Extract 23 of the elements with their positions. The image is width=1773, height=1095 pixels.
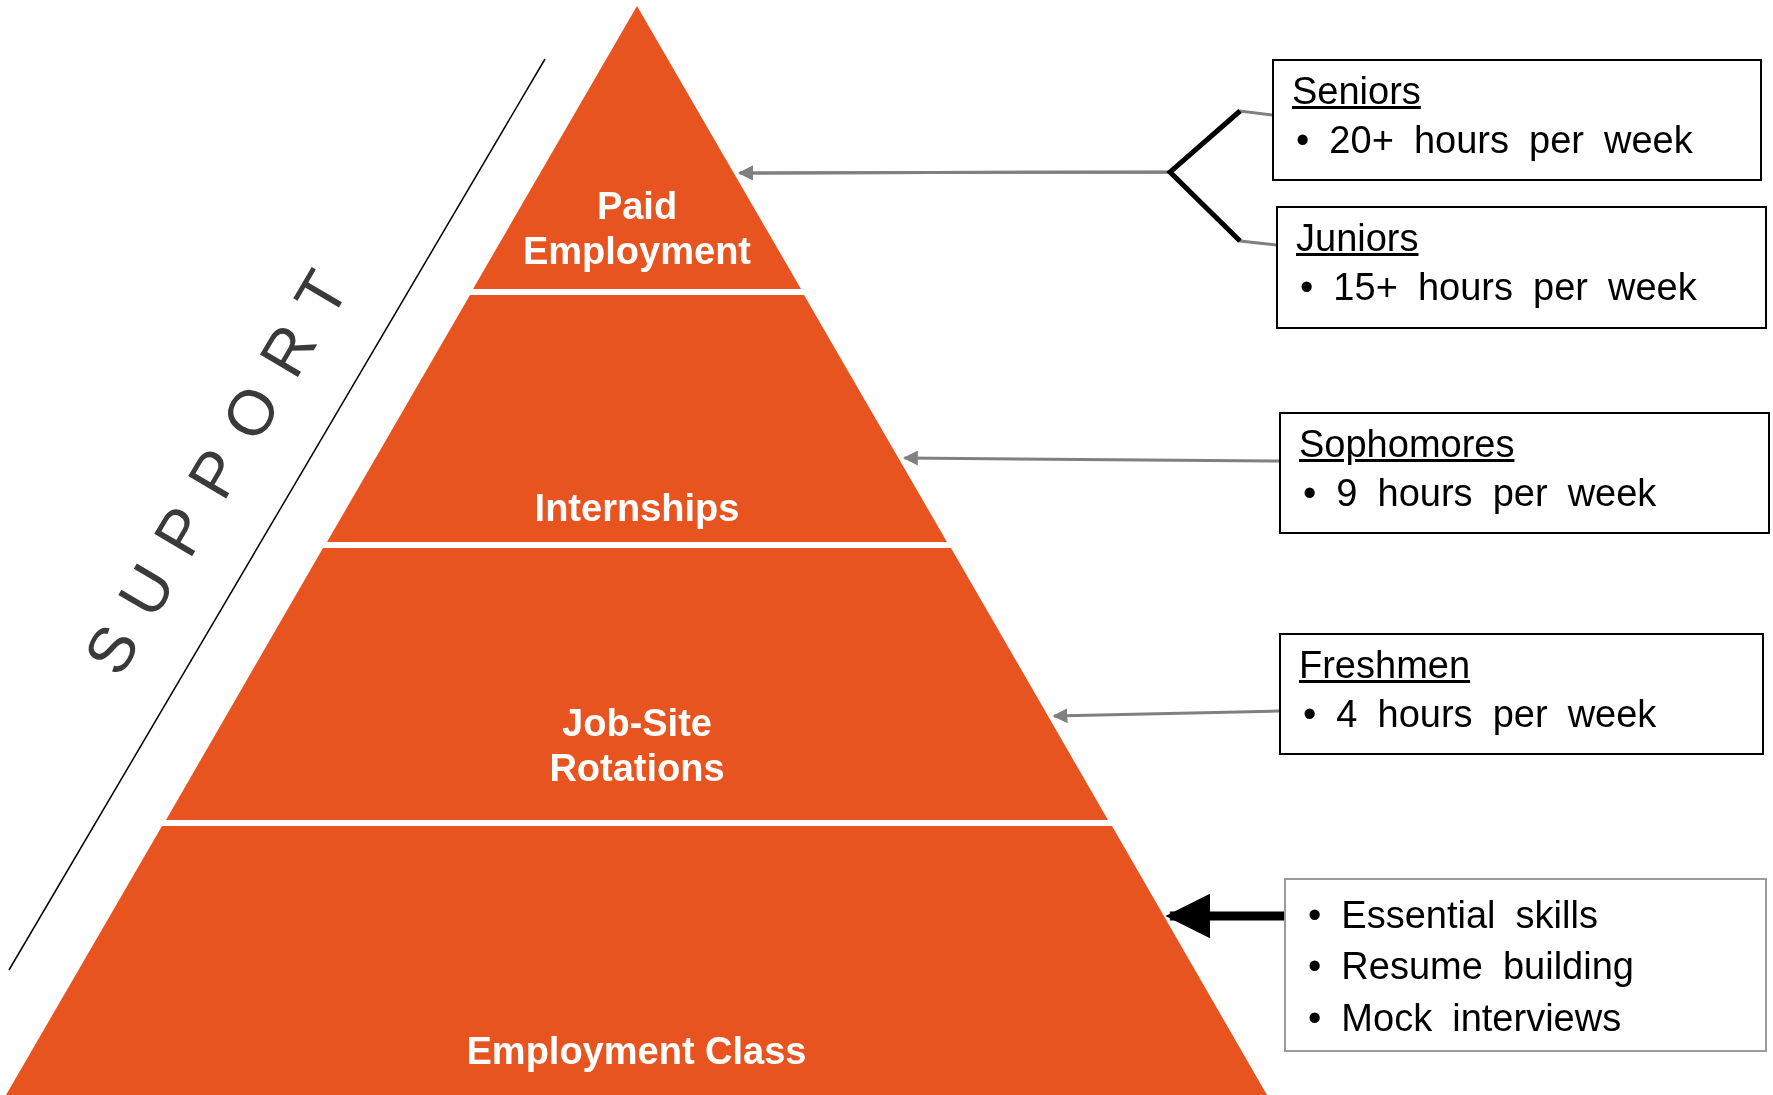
arrow [1052,708,1280,724]
arrow [902,450,1279,466]
card-heading: Sophomores [1299,422,1515,467]
info-card [1279,412,1770,534]
bullet-item: • 4 hours per week [1303,691,1657,737]
bullet-item: • Mock interviews [1308,995,1622,1041]
bullet-item: • Essential skills [1308,893,1598,938]
info-card [1272,59,1762,181]
info-card [1279,633,1764,755]
card-heading: Juniors [1296,216,1419,261]
card-heading: Seniors [1292,69,1421,114]
card-heading: Freshmen [1299,643,1471,688]
bullet-item: • Resume building [1308,944,1634,990]
tier-label: Employment Class [466,1029,807,1075]
info-card [1284,878,1767,1052]
bullet-item: • 20+ hours per week [1296,117,1693,163]
tier-label: Internships [534,486,740,532]
info-card [1276,206,1767,329]
tier-label: Paid Employment [521,183,752,275]
bullet-item: • 9 hours per week [1303,470,1657,516]
bullet-item: • 15+ hours per week [1300,264,1697,310]
tier-label: Job-Site Rotations [548,700,726,792]
arrow [1165,893,1284,939]
